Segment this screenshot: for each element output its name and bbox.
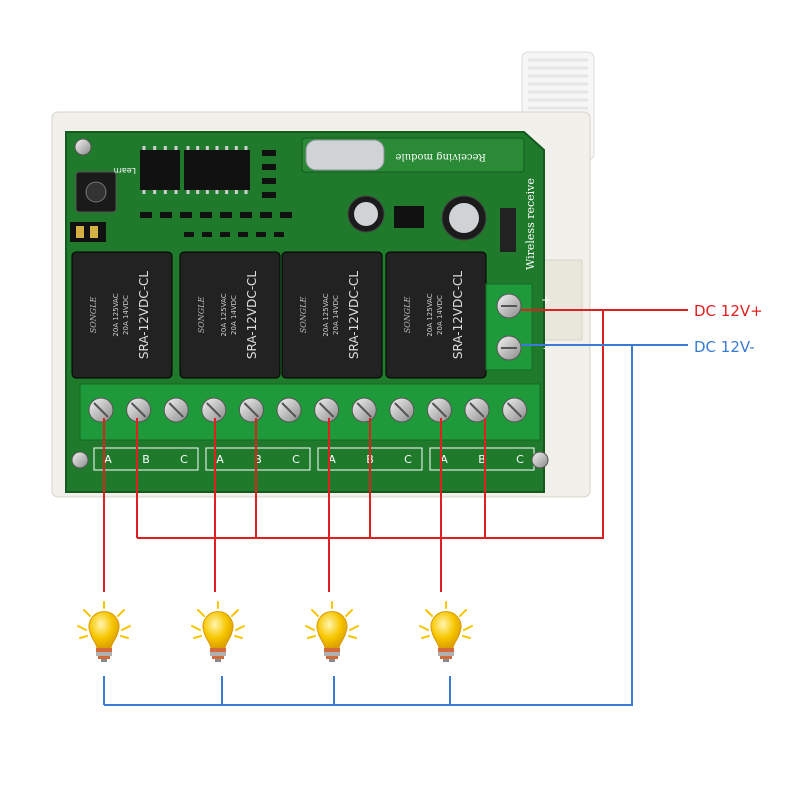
diode — [500, 208, 516, 252]
terminal-screw[interactable] — [238, 397, 264, 423]
terminal-screw[interactable] — [351, 397, 377, 423]
terminal-screw[interactable] — [314, 397, 340, 423]
negative-bus-wire — [104, 345, 633, 706]
terminal-letter: B — [478, 453, 486, 466]
dc-negative-label: DC 12V- — [694, 338, 755, 356]
ic-chip — [140, 150, 180, 190]
capacitor — [347, 195, 385, 233]
terminal-letter: C — [404, 453, 412, 466]
relay-rating-text: 20A 125VAC — [322, 293, 330, 336]
crystal-oscillator — [305, 139, 385, 171]
terminal-letter: B — [254, 453, 262, 466]
relay-rating-text: 20A 125VAC — [426, 293, 434, 336]
capacitor — [441, 195, 487, 241]
ic-chip — [184, 150, 250, 190]
power-terminal-screw[interactable] — [496, 335, 522, 361]
terminal-screw[interactable] — [502, 397, 528, 423]
relay-rating-text: 20A 14VDC — [122, 295, 130, 335]
pcb-board: Receiving module Wireless receive Learn … — [65, 131, 551, 493]
light-bulb-icon — [191, 601, 245, 662]
relay-model-text: SRA-12VDC-CL — [451, 271, 465, 360]
power-terminal-screw[interactable] — [496, 293, 522, 319]
relay-model-text: SRA-12VDC-CL — [347, 271, 361, 360]
terminal-screw[interactable] — [126, 397, 152, 423]
terminal-screw[interactable] — [276, 397, 302, 423]
mounting-screw — [74, 138, 92, 156]
terminal-letter: A — [440, 453, 448, 466]
terminal-letter: A — [328, 453, 336, 466]
minus-mark: - — [543, 341, 547, 355]
relay-brand-text: SONGLE — [197, 297, 206, 334]
light-bulb-icon — [305, 601, 359, 662]
terminal-block — [79, 383, 541, 441]
terminal-screw[interactable] — [88, 397, 114, 423]
mounting-screw — [531, 451, 549, 469]
light-bulb-icon — [77, 601, 131, 662]
terminal-letter: C — [180, 453, 188, 466]
terminal-screw[interactable] — [464, 397, 490, 423]
voltage-regulator — [394, 206, 424, 228]
relay-brand-text: SONGLE — [299, 297, 308, 334]
terminal-screw[interactable] — [163, 397, 189, 423]
learn-label: Learn — [114, 166, 136, 175]
relay-brand-text: SONGLE — [89, 297, 98, 334]
wireless-receive-text: Wireless receive — [524, 178, 537, 270]
light-bulb-icon — [419, 601, 473, 662]
terminal-letter: A — [104, 453, 112, 466]
relay-rating-text: 20A 125VAC — [220, 293, 228, 336]
mounting-screw — [71, 451, 89, 469]
plus-mark: + — [541, 293, 551, 307]
relay-rating-text: 20A 14VDC — [230, 295, 238, 335]
relay-rating-text: 20A 14VDC — [436, 295, 444, 335]
terminal-letter: C — [516, 453, 524, 466]
relay-rating-text: 20A 14VDC — [332, 295, 340, 335]
terminal-screw[interactable] — [201, 397, 227, 423]
jumper — [70, 222, 106, 242]
relay-brand-text: SONGLE — [403, 297, 412, 334]
receiving-module-text: Receiving module — [395, 151, 486, 162]
dc-positive-label: DC 12V+ — [694, 302, 763, 320]
terminal-letter: B — [142, 453, 150, 466]
relay-model-text: SRA-12VDC-CL — [245, 271, 259, 360]
relay-rating-text: 20A 125VAC — [112, 293, 120, 336]
terminal-screw[interactable] — [389, 397, 415, 423]
terminal-screw[interactable] — [426, 397, 452, 423]
positive-bus-wire — [137, 310, 604, 539]
terminal-letter: C — [292, 453, 300, 466]
terminal-letter: A — [216, 453, 224, 466]
relay-model-text: SRA-12VDC-CL — [137, 271, 151, 360]
